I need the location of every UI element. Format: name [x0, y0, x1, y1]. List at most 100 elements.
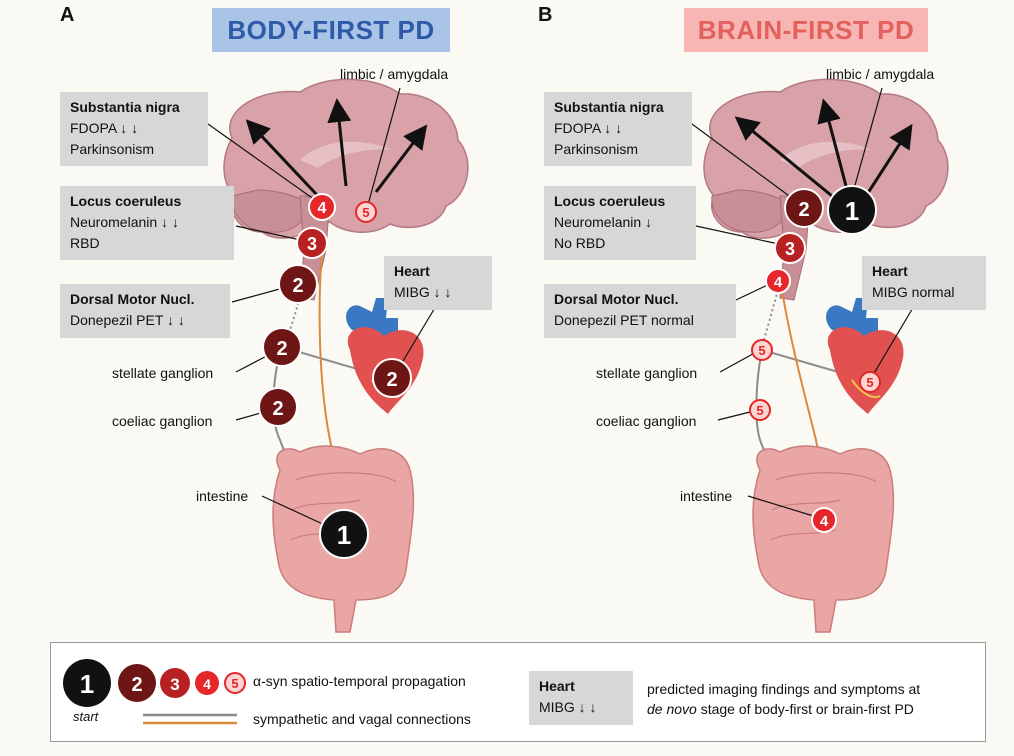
legend-stage-5: 5 [224, 672, 246, 694]
intestine-label-b: intestine [680, 488, 733, 504]
substantia-head: Substantia nigra [554, 99, 664, 115]
legend-start-label: start [73, 709, 99, 724]
legend-sample-line: MIBG ↓ ↓ [539, 699, 597, 715]
locus-box-b: Locus coeruleus Neuromelanin ↓ No RBD [544, 186, 696, 260]
stage-node-dorsal-a: 2 [278, 264, 318, 304]
arrow-up-b [817, 98, 848, 187]
svg-text:3: 3 [785, 239, 795, 259]
stage-node-heart-a: 2 [372, 358, 412, 398]
legend-stage-2: 2 [118, 664, 156, 702]
stage-node-heart-b: 5 [859, 371, 881, 393]
heart-line-1: MIBG normal [872, 284, 955, 300]
heart-box-b: Heart MIBG normal [862, 256, 986, 310]
intestine-illustration-b [752, 445, 895, 633]
svg-text:5: 5 [866, 375, 873, 390]
cerebellum-shape [711, 189, 793, 233]
dorsal-line-1: Donepezil PET ↓ ↓ [70, 312, 185, 328]
dorsal-box-a: Dorsal Motor Nucl. Donepezil PET ↓ ↓ [60, 284, 230, 338]
svg-text:5: 5 [758, 343, 765, 358]
svg-text:3: 3 [170, 675, 179, 694]
stage-node-intestine-a: 1 [319, 509, 369, 559]
stellate-label-a: stellate ganglion [112, 365, 214, 381]
locus-line-1: Neuromelanin ↓ [554, 214, 653, 230]
callout-locus-b [695, 225, 789, 247]
legend-de-novo: de novo [647, 701, 697, 717]
callout-limbic-a [365, 87, 401, 213]
stage-node-substantia-b: 2 [784, 188, 824, 228]
locus-line-2: No RBD [554, 235, 606, 251]
heart-box-a: Heart MIBG ↓ ↓ [384, 256, 492, 310]
svg-text:1: 1 [337, 520, 351, 550]
stage-node-limbic-b: 1 [827, 185, 877, 235]
stellate-label-b: stellate ganglion [596, 365, 698, 381]
panel-b-letter: B [538, 4, 553, 26]
substantia-box-a: Substantia nigra FDOPA ↓ ↓ Parkinsonism [60, 92, 208, 166]
heart-head: Heart [872, 263, 908, 279]
spinal-dotted-line [763, 289, 779, 341]
heart-line-1: MIBG ↓ ↓ [394, 284, 452, 300]
svg-text:4: 4 [318, 200, 327, 217]
stage-node-dorsal-b: 4 [765, 268, 791, 294]
svg-text:4: 4 [774, 274, 783, 291]
locus-box-a: Locus coeruleus Neuromelanin ↓ ↓ RBD [60, 186, 234, 260]
panel-b-illustration: 1 2 3 4 5 5 5 4 [691, 78, 949, 633]
svg-text:2: 2 [272, 398, 283, 420]
svg-text:2: 2 [386, 369, 397, 391]
diagram-canvas: 5 4 3 2 2 2 2 1 [207, 78, 949, 633]
locus-line-1: Neuromelanin ↓ ↓ [70, 214, 179, 230]
svg-text:2: 2 [276, 338, 287, 360]
svg-text:1: 1 [80, 669, 94, 699]
svg-text:5: 5 [756, 403, 763, 418]
substantia-head: Substantia nigra [70, 99, 180, 115]
callout-intestine-b [747, 495, 821, 519]
legend-sample-head: Heart [539, 678, 575, 694]
svg-text:2: 2 [131, 674, 142, 696]
arrow-right-b [864, 123, 913, 197]
limbic-label-b: limbic / amygdala [826, 66, 935, 82]
stage-node-limbic-a: 5 [355, 201, 377, 223]
dorsal-box-b: Dorsal Motor Nucl. Donepezil PET normal [544, 284, 736, 338]
substantia-line-1: FDOPA ↓ ↓ [70, 120, 139, 136]
legend-sample-box: Heart MIBG ↓ ↓ [529, 671, 633, 725]
dorsal-line-1: Donepezil PET normal [554, 312, 694, 328]
coeliac-label-b: coeliac ganglion [596, 413, 697, 429]
callout-limbic-b [851, 87, 883, 197]
panel-b-title: BRAIN-FIRST PD [684, 8, 928, 52]
legend-predicted-rest: stage of body-first or brain-first PD [700, 701, 914, 717]
legend-stage-4: 4 [195, 671, 219, 695]
panel-a-title: BODY-FIRST PD [212, 8, 450, 52]
arrow-up-a [327, 98, 352, 187]
heart-illustration-b [826, 298, 904, 414]
locus-head: Locus coeruleus [554, 193, 666, 209]
stage-node-coeliac-a: 2 [258, 387, 298, 427]
dorsal-head: Dorsal Motor Nucl. [554, 291, 679, 307]
stage-node-coeliac-b: 5 [749, 399, 771, 421]
svg-text:2: 2 [798, 199, 809, 221]
locus-line-2: RBD [70, 235, 100, 251]
coeliac-label-a: coeliac ganglion [112, 413, 213, 429]
cerebellum-shape [231, 189, 313, 233]
legend-graphics: 1 2 3 4 5 [63, 659, 246, 725]
substantia-line-2: Parkinsonism [70, 141, 155, 157]
callout-heart-b [869, 305, 915, 381]
legend-predicted-line2: de novo stage of body-first or brain-fir… [647, 701, 914, 717]
svg-text:2: 2 [292, 275, 303, 297]
locus-head: Locus coeruleus [70, 193, 182, 209]
svg-text:4: 4 [820, 513, 829, 530]
legend-box: 1 2 3 4 5 start α-syn spatio-temporal pr… [50, 642, 986, 742]
svg-text:1: 1 [845, 196, 859, 226]
panel-a-illustration: 5 4 3 2 2 2 2 1 [207, 78, 469, 633]
stage-node-intestine-b: 4 [811, 507, 837, 533]
svg-text:5: 5 [231, 676, 238, 691]
legend-predicted-line1: predicted imaging findings and symptoms … [647, 681, 921, 697]
corpus-callosum [300, 141, 392, 168]
substantia-box-b: Substantia nigra FDOPA ↓ ↓ Parkinsonism [544, 92, 692, 166]
arrow-left-a [245, 119, 320, 198]
arrow-right-a [374, 124, 428, 193]
substantia-line-1: FDOPA ↓ ↓ [554, 120, 623, 136]
arrow-left-b [734, 116, 833, 198]
svg-text:5: 5 [362, 205, 369, 220]
legend-connections-text: sympathetic and vagal connections [253, 711, 471, 727]
callout-substantia-b [691, 123, 801, 205]
callout-substantia-a [207, 123, 323, 206]
